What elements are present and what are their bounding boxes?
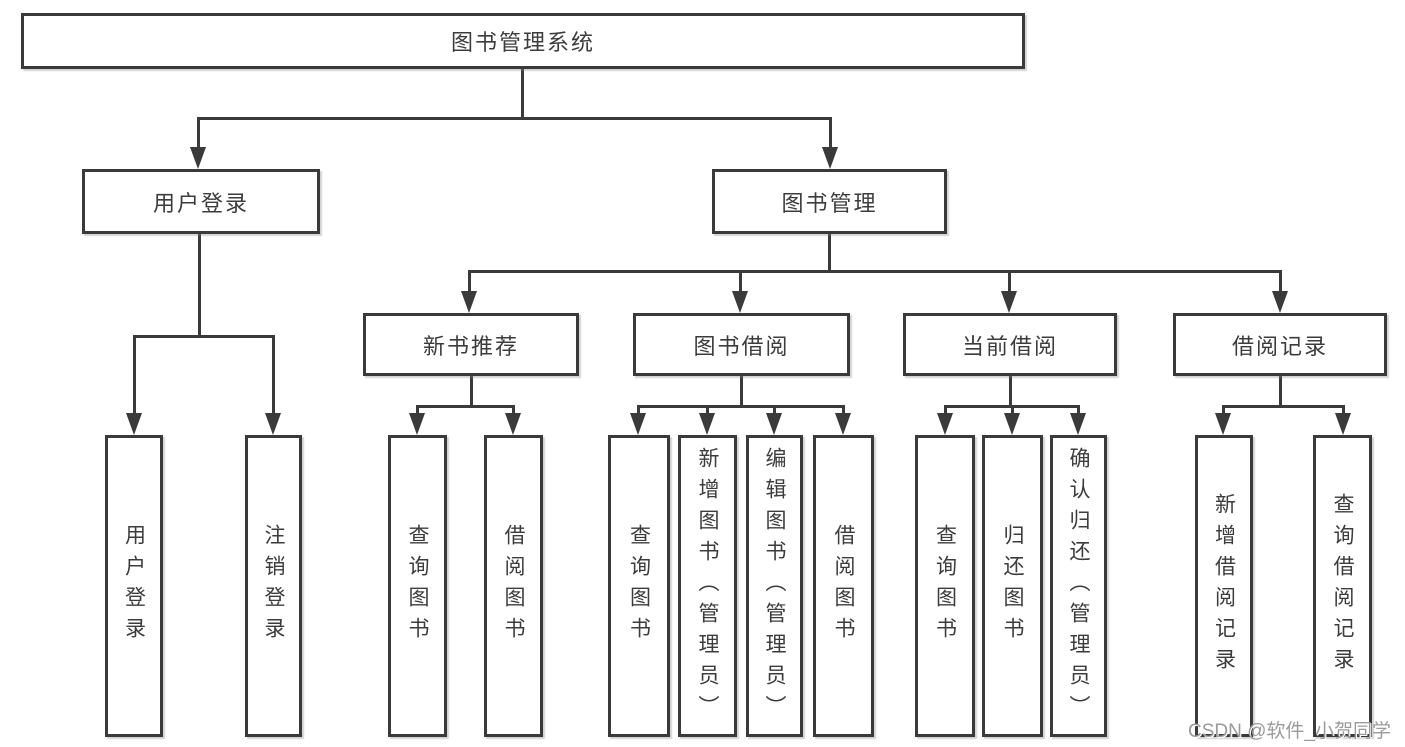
- leaf-edit-book-admin: 编辑图书（管理员）: [746, 435, 803, 737]
- connector: [1009, 375, 1012, 407]
- connector: [829, 117, 832, 151]
- connector: [198, 233, 201, 337]
- leaf-query-borrow-record: 查询借阅记录: [1313, 435, 1372, 737]
- arrowhead-down-icon: [190, 147, 206, 169]
- leaf-confirm-return-admin: 确认归还（管理员）: [1050, 435, 1107, 737]
- leaf-add-book-admin: 新增图书（管理员）: [678, 435, 737, 737]
- node-borrowing-records: 借阅记录: [1173, 313, 1387, 376]
- arrowhead-down-icon: [1004, 413, 1020, 435]
- csdn-watermark: CSDN @软件_小贺同学: [1188, 721, 1391, 742]
- node-book-borrowing: 图书借阅: [633, 313, 850, 376]
- arrowhead-down-icon: [409, 413, 425, 435]
- leaf-query-books-current: 查询图书: [915, 435, 975, 737]
- connector: [1279, 375, 1282, 407]
- arrowhead-down-icon: [1070, 413, 1086, 435]
- connector: [133, 335, 136, 417]
- arrowhead-down-icon: [630, 413, 646, 435]
- connector: [470, 375, 473, 407]
- arrowhead-down-icon: [265, 413, 281, 435]
- arrowhead-down-icon: [1215, 413, 1231, 435]
- arrowhead-down-icon: [699, 413, 715, 435]
- node-user-login: 用户登录: [82, 169, 320, 234]
- arrowhead-down-icon: [1272, 291, 1288, 313]
- connector: [133, 335, 275, 338]
- connector: [739, 270, 742, 296]
- leaf-borrow-books-recommend: 借阅图书: [484, 435, 543, 737]
- arrowhead-down-icon: [1335, 413, 1351, 435]
- arrowhead-down-icon: [732, 291, 748, 313]
- arrowhead-down-icon: [822, 147, 838, 169]
- arrowhead-down-icon: [461, 291, 477, 313]
- connector: [416, 405, 515, 408]
- connector: [1222, 405, 1345, 408]
- connector: [637, 405, 845, 408]
- arrowhead-down-icon: [835, 413, 851, 435]
- node-new-book-recommend: 新书推荐: [363, 313, 579, 376]
- connector: [197, 117, 831, 120]
- connector: [1279, 270, 1282, 296]
- node-current-borrowing: 当前借阅: [903, 313, 1117, 376]
- arrowhead-down-icon: [937, 413, 953, 435]
- leaf-query-books-recommend: 查询图书: [388, 435, 447, 737]
- connector: [1008, 270, 1011, 296]
- leaf-user-login: 用户登录: [105, 435, 163, 737]
- leaf-borrow-books-borrow: 借阅图书: [813, 435, 874, 737]
- connector: [828, 234, 831, 272]
- connector: [272, 335, 275, 417]
- leaf-logout: 注销登录: [245, 435, 302, 737]
- connector: [197, 117, 200, 151]
- node-root: 图书管理系统: [21, 13, 1025, 69]
- connector: [740, 375, 743, 407]
- arrowhead-down-icon: [1001, 291, 1017, 313]
- arrowhead-down-icon: [766, 413, 782, 435]
- node-book-management: 图书管理: [712, 169, 947, 234]
- connector: [468, 270, 1281, 273]
- connector: [521, 69, 524, 119]
- leaf-add-borrow-record: 新增借阅记录: [1195, 435, 1253, 737]
- arrowhead-down-icon: [505, 413, 521, 435]
- leaf-return-book: 归还图书: [982, 435, 1043, 737]
- leaf-query-books-borrow: 查询图书: [608, 435, 670, 737]
- connector: [468, 270, 471, 296]
- arrowhead-down-icon: [126, 413, 142, 435]
